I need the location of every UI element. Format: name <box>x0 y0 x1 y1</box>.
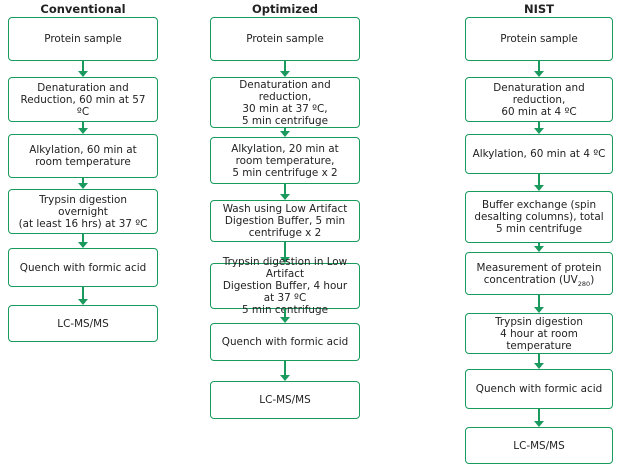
nist-arrow-4 <box>534 243 544 252</box>
nist-step-8: LC-MS/MS <box>465 427 613 464</box>
step-label: LC-MS/MS <box>259 394 311 406</box>
nist-arrow-1 <box>534 61 544 77</box>
nist-step-1: Protein sample <box>465 17 613 61</box>
conventional-step-6: LC-MS/MS <box>8 305 158 342</box>
step-label: Trypsin digestion overnight (at least 16… <box>18 193 148 230</box>
step-label: Wash using Low Artifact Digestion Buffer… <box>222 203 348 239</box>
step-label: Alkylation, 60 min at room temperature <box>29 144 137 168</box>
nist-step-7: Quench with formic acid <box>465 369 613 409</box>
optimized-step-1: Protein sample <box>210 17 360 61</box>
conventional-arrow-5 <box>78 287 88 305</box>
step-label: LC-MS/MS <box>57 317 109 330</box>
optimized-arrow-2 <box>280 128 290 137</box>
conventional-step-3: Alkylation, 60 min at room temperature <box>8 134 158 178</box>
column-title-nist: NIST <box>523 2 555 16</box>
step-label: Denaturation and reduction, 30 min at 37… <box>239 78 331 127</box>
step-label: Protein sample <box>44 33 122 45</box>
optimized-step-2: Denaturation and reduction, 30 min at 37… <box>210 77 360 128</box>
optimized-step-6: Quench with formic acid <box>210 323 360 361</box>
conventional-arrow-1 <box>78 61 88 77</box>
optimized-arrow-3 <box>280 184 290 200</box>
column-title-optimized: Optimized <box>251 2 319 16</box>
nist-arrow-2 <box>534 122 544 134</box>
step-label: Denaturation and reduction, 60 min at 4 … <box>493 81 585 118</box>
optimized-step-5: Trypsin digestion in Low Artifact Digest… <box>210 256 360 316</box>
conventional-step-4: Trypsin digestion overnight (at least 16… <box>8 189 158 234</box>
step-label: Buffer exchange (spin desalting columns)… <box>474 199 604 235</box>
step-label: Denaturation and Reduction, 60 min at 57… <box>20 81 146 118</box>
step-label: Quench with formic acid <box>221 336 349 348</box>
step-label: Trypsin digestion in Low Artifact Digest… <box>222 256 348 316</box>
conventional-step-1: Protein sample <box>8 17 158 61</box>
step-label: Quench with formic acid <box>19 261 147 274</box>
nist-arrow-6 <box>534 354 544 369</box>
optimized-step-3: Alkylation, 20 min at room temperature, … <box>210 137 360 184</box>
optimized-arrow-1 <box>280 61 290 77</box>
conventional-arrow-3 <box>78 178 88 189</box>
nist-step-6: Trypsin digestion 4 hour at room tempera… <box>465 313 613 354</box>
nist-step-2: Denaturation and reduction, 60 min at 4 … <box>465 77 613 122</box>
step-label: LC-MS/MS <box>513 439 565 452</box>
nist-step-4: Buffer exchange (spin desalting columns)… <box>465 191 613 243</box>
nist-step-3: Alkylation, 60 min at 4 ºC <box>465 134 613 174</box>
optimized-arrow-5 <box>280 309 290 323</box>
optimized-step-7: LC-MS/MS <box>210 381 360 419</box>
step-label: Quench with formic acid <box>475 383 603 395</box>
nist-arrow-5 <box>534 295 544 313</box>
step-label: Alkylation, 60 min at 4 ºC <box>472 148 606 160</box>
conventional-step-5: Quench with formic acid <box>8 248 158 287</box>
conventional-arrow-4 <box>78 234 88 248</box>
step-label: Protein sample <box>246 33 324 45</box>
optimized-arrow-6 <box>280 361 290 381</box>
nist-arrow-7 <box>534 409 544 427</box>
step-label: Alkylation, 20 min at room temperature, … <box>231 142 339 179</box>
step-label: Trypsin digestion 4 hour at room tempera… <box>495 315 583 352</box>
column-title-conventional: Conventional <box>40 2 126 16</box>
optimized-step-4: Wash using Low Artifact Digestion Buffer… <box>210 200 360 242</box>
nist-arrow-3 <box>534 174 544 191</box>
step-label: Protein sample <box>500 33 578 45</box>
optimized-arrow-4 <box>280 242 290 263</box>
conventional-arrow-2 <box>78 122 88 134</box>
conventional-step-2: Denaturation and Reduction, 60 min at 57… <box>8 77 158 122</box>
